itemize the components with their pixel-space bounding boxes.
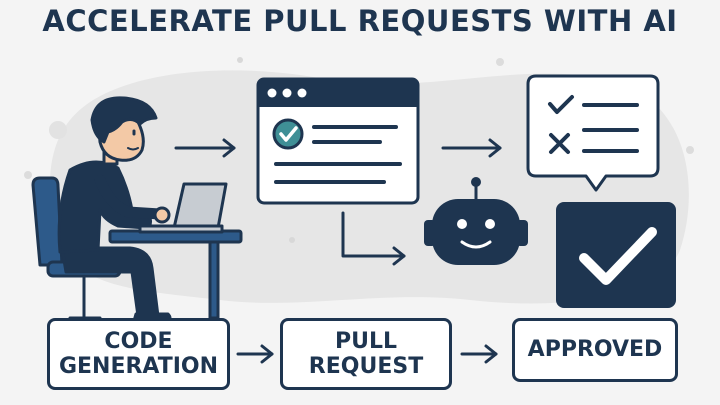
browser-window-icon bbox=[256, 77, 420, 205]
person-hair bbox=[90, 96, 158, 144]
step-box-approved: APPROVED bbox=[512, 318, 678, 382]
decor-dot bbox=[496, 58, 504, 66]
person-hand bbox=[153, 206, 171, 224]
person-arm bbox=[94, 174, 166, 220]
person-legs bbox=[60, 246, 160, 318]
arrow-icon bbox=[441, 138, 502, 158]
checklist-bubble-icon bbox=[526, 74, 660, 192]
step-label-line: PULL bbox=[334, 328, 397, 354]
arrow-icon bbox=[174, 138, 236, 158]
desk-leg bbox=[208, 240, 220, 320]
arrow-icon bbox=[236, 344, 274, 364]
check-circle-icon bbox=[272, 118, 304, 150]
arrow-icon bbox=[460, 344, 498, 364]
diagram-title: ACCELERATE PULL REQUESTS WITH AI bbox=[42, 4, 678, 38]
approved-check-icon bbox=[556, 202, 676, 308]
step-label-line: APPROVED bbox=[527, 337, 663, 363]
bent-arrow-icon bbox=[341, 211, 406, 266]
chair-back bbox=[31, 176, 64, 267]
step-label-line: GENERATION bbox=[58, 354, 219, 379]
decor-dot bbox=[237, 57, 243, 63]
step-label-line: REQUEST bbox=[308, 354, 424, 379]
robot-icon bbox=[424, 177, 528, 265]
step-label-line: CODE bbox=[104, 328, 173, 354]
decor-dot bbox=[289, 237, 295, 243]
laptop-icon bbox=[138, 182, 228, 234]
person-icon bbox=[31, 96, 243, 323]
step-box-code-generation: CODE GENERATION bbox=[47, 318, 230, 390]
decor-dot bbox=[49, 121, 67, 139]
decor-dot bbox=[686, 146, 694, 154]
decor-dot bbox=[24, 171, 32, 179]
step-box-pull-request: PULL REQUEST bbox=[280, 318, 452, 390]
